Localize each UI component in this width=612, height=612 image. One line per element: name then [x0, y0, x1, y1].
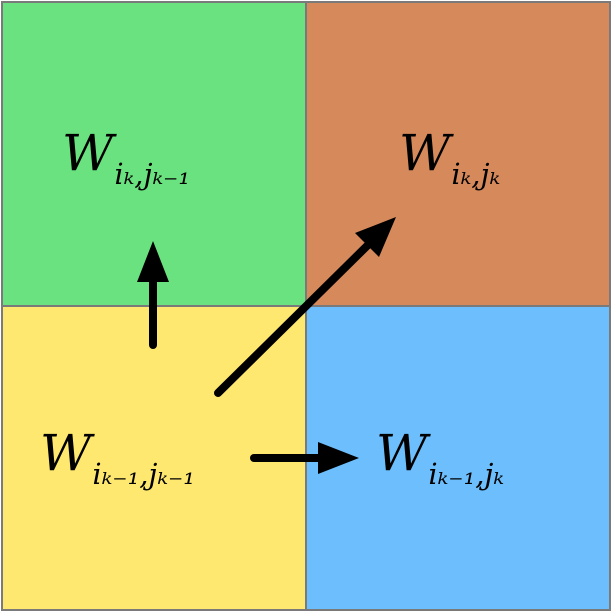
label-bottom-right-main: W: [376, 424, 428, 482]
label-top-right-subscript: iₖ,jₖ: [451, 157, 501, 191]
label-bottom-left: Wiₖ₋₁,jₖ₋₁: [40, 428, 195, 489]
label-bottom-right: Wiₖ₋₁,jₖ: [376, 428, 504, 489]
horizontal-divider: [2, 305, 610, 307]
label-bottom-left-main: W: [40, 424, 92, 482]
label-top-right-main: W: [399, 124, 451, 182]
label-top-left-main: W: [62, 124, 114, 182]
label-bottom-right-subscript: iₖ₋₁,jₖ: [428, 457, 504, 491]
label-top-right: Wiₖ,jₖ: [399, 128, 500, 189]
label-top-left: Wiₖ,jₖ₋₁: [62, 128, 190, 189]
label-bottom-left-subscript: iₖ₋₁,jₖ₋₁: [92, 457, 195, 491]
label-top-left-subscript: iₖ,jₖ₋₁: [114, 157, 190, 191]
